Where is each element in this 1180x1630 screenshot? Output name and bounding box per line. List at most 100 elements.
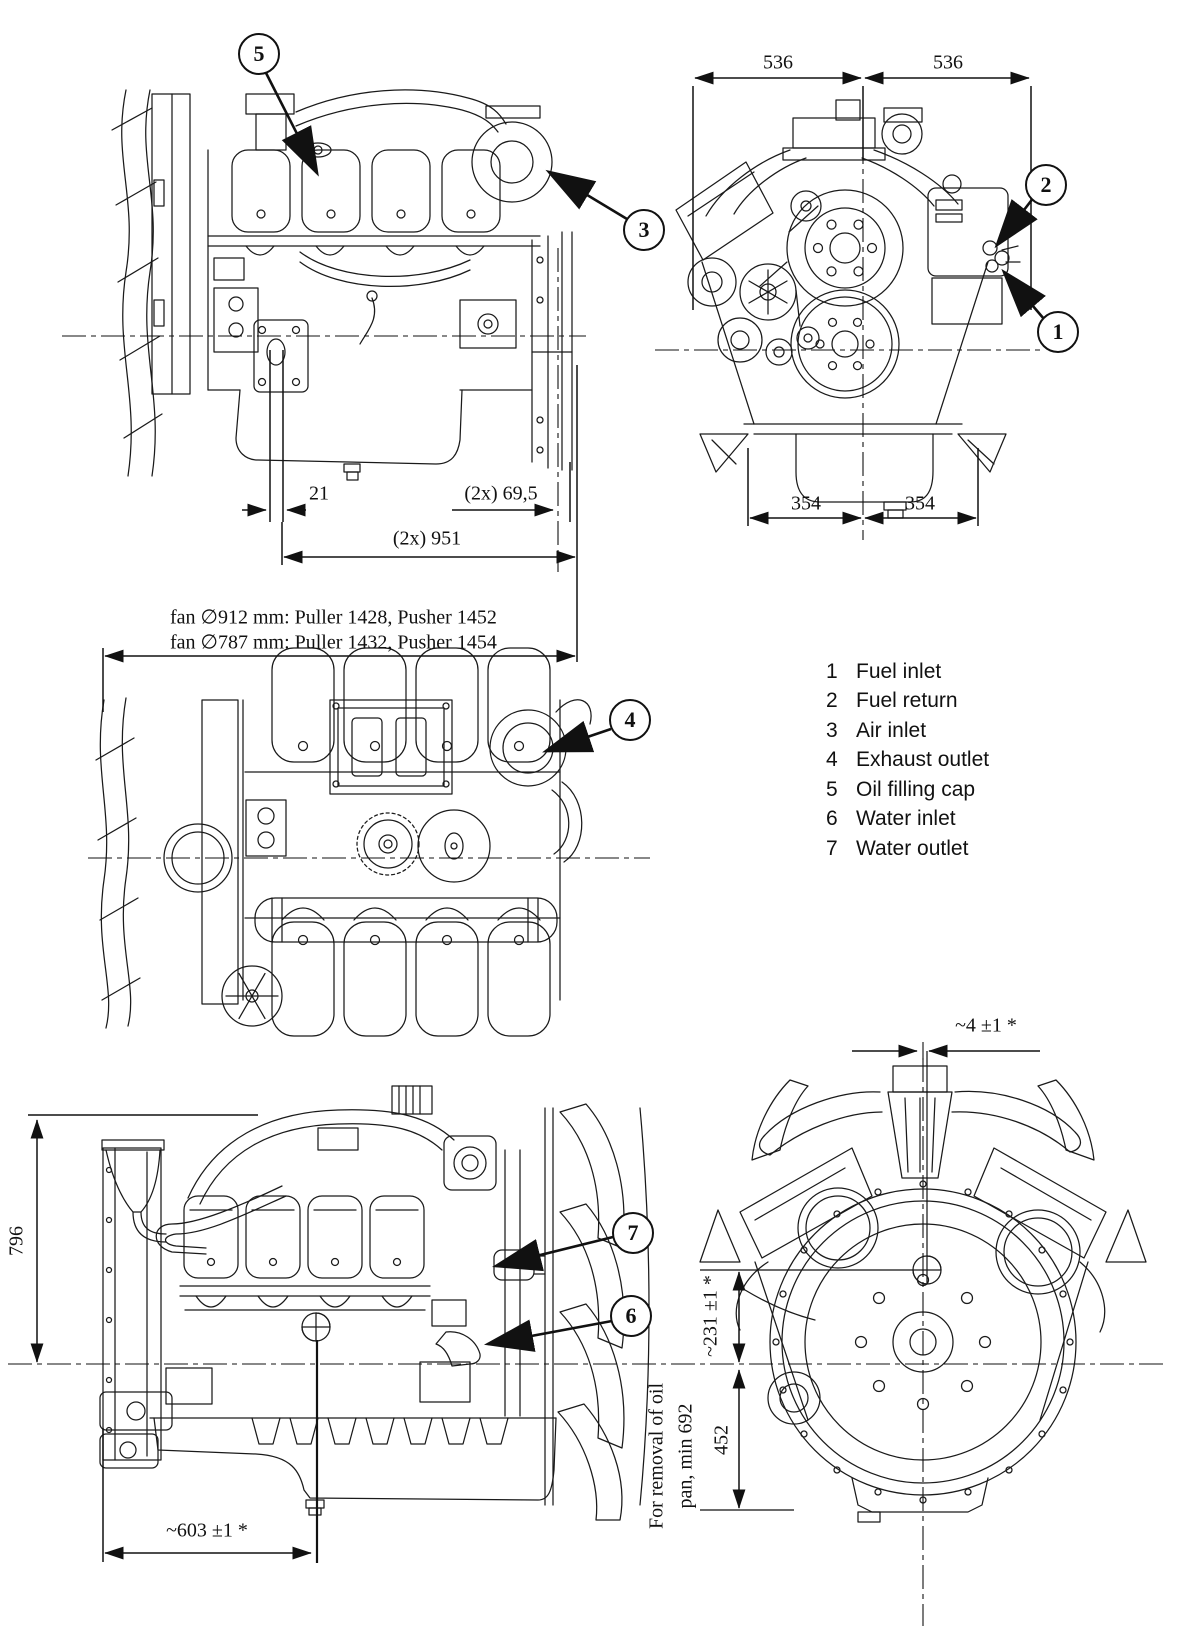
side-hoses [735, 1261, 1106, 1421]
legend-num: 5 [826, 777, 838, 801]
dimension-lines [28, 71, 1040, 1563]
arrow-exhaust-outlet [542, 720, 612, 753]
view-front [675, 99, 1021, 519]
legend-label: Exhaust outlet [856, 748, 990, 772]
callout-7-water-outlet: 7 [612, 1212, 654, 1254]
legend-item-fuel-inlet: 1 Fuel inlet [826, 657, 989, 687]
dim-21: 21 [309, 482, 329, 505]
legend-num: 7 [826, 836, 838, 860]
rear-oil-pan [851, 1477, 989, 1523]
aux-fan-wheel [221, 965, 283, 1027]
belt-drive-pulleys [687, 189, 904, 399]
oil-pan [149, 1417, 557, 1516]
callout-5-oil-filling-cap: 5 [238, 33, 280, 75]
front-block-lower [699, 261, 1007, 473]
fan-icon [111, 89, 163, 477]
note-oil-pan-line2: pan, min 692 [674, 1403, 697, 1509]
callout-6-water-inlet: 6 [610, 1295, 652, 1337]
legend-label: Fuel inlet [856, 659, 942, 683]
exhaust-outlet-pipe [101, 1139, 167, 1243]
legend-item-water-outlet: 7 Water outlet [826, 834, 989, 864]
legend-label: Oil filling cap [856, 777, 976, 801]
dim-69-5: (2x) 69,5 [464, 482, 538, 505]
right-valve-cover [973, 1147, 1107, 1295]
callout-1-fuel-inlet: 1 [1037, 311, 1079, 353]
turbocharger-exhaust [489, 699, 592, 863]
engine-block-side [207, 149, 541, 393]
gear-and-pulley [356, 809, 491, 883]
callout-arrows [262, 68, 1046, 1352]
legend-item-water-inlet: 6 Water inlet [826, 805, 989, 835]
legend-label: Fuel return [856, 689, 958, 713]
dim-4: ~4 ±1 * [955, 1014, 1017, 1037]
centerlines [8, 140, 1168, 1626]
view-top-plan [95, 647, 592, 1037]
dim-603: ~603 ±1 * [166, 1519, 248, 1542]
legend-item-exhaust-outlet: 4 Exhaust outlet [826, 746, 989, 776]
arrow-water-outlet [492, 1235, 614, 1272]
arrow-fuel-return [994, 196, 1038, 249]
dim-231: ~231 ±1 * [699, 1275, 722, 1357]
legend-num: 1 [826, 659, 838, 683]
arrow-water-inlet [483, 1319, 613, 1352]
note-fan-912: fan ∅912 mm: Puller 1428, Pusher 1452 [170, 606, 497, 629]
legend-num: 3 [826, 718, 838, 742]
fan-bracket [201, 699, 239, 1005]
legend-num: 2 [826, 689, 838, 713]
dim-536-right: 536 [933, 51, 963, 74]
arrow-fuel-inlet [1001, 268, 1046, 320]
legend-item-oil-filling-cap: 5 Oil filling cap [826, 775, 989, 805]
ecu-box [329, 699, 453, 795]
valve-covers [231, 149, 501, 233]
fan-icon [95, 697, 141, 1029]
engine-top-assembly [245, 89, 507, 158]
block-side-details [155, 1149, 521, 1417]
dim-796: 796 [5, 1226, 28, 1256]
dim-536-left: 536 [763, 51, 793, 74]
expansion-tank [927, 174, 1009, 325]
legend-num: 4 [826, 748, 838, 772]
view-side-front-left [111, 89, 573, 481]
dim-951: (2x) 951 [392, 527, 462, 550]
fuel-fittings [982, 240, 1021, 273]
center-of-gravity-symbol [912, 1255, 942, 1285]
left-valve-cover [675, 161, 774, 261]
callout-3-air-inlet: 3 [623, 209, 665, 251]
legend-label: Water inlet [856, 807, 956, 831]
cylinder-heads-top-bank [271, 647, 551, 763]
dim-354-right: 354 [905, 492, 935, 515]
dim-354-left: 354 [791, 492, 821, 515]
block-plan-outline [242, 699, 561, 1001]
view-side-rear-right [99, 1085, 650, 1521]
crank-nose-cap [163, 823, 233, 893]
turbocharger-air-inlet [471, 105, 553, 203]
turbo-vertical [758, 1065, 1082, 1179]
intake-manifold-top [705, 99, 959, 217]
view-rear [699, 1065, 1147, 1523]
charge-air-hose [187, 1085, 497, 1205]
legend-item-air-inlet: 3 Air inlet [826, 716, 989, 746]
cylinder-heads-bottom-bank [271, 907, 551, 1037]
oil-pan [235, 389, 463, 481]
callout-4-exhaust-outlet: 4 [609, 699, 651, 741]
dim-452: 452 [710, 1425, 733, 1455]
water-inlet-fitting [435, 1331, 481, 1367]
arrow-air-inlet [545, 169, 628, 221]
flywheel [767, 1180, 1077, 1504]
center-of-gravity-symbol [301, 1312, 331, 1342]
fan-blade-tips [699, 1079, 1147, 1263]
left-valve-cover [739, 1147, 879, 1269]
fan-shroud [151, 93, 191, 395]
legend-label: Air inlet [856, 718, 927, 742]
intercooler-pipe [254, 897, 558, 943]
note-oil-pan-line1: For removal of oil [645, 1382, 668, 1530]
valve-covers [183, 1195, 425, 1279]
flywheel-housing [99, 1147, 173, 1469]
connection-legend: 1 Fuel inlet 2 Fuel return 3 Air inlet 4… [826, 657, 989, 864]
legend-num: 6 [826, 807, 838, 831]
flywheel-housing-edge [531, 231, 573, 471]
arrow-oil-filling-cap [262, 68, 319, 177]
note-fan-787: fan ∅787 mm: Puller 1432, Pusher 1454 [170, 631, 497, 654]
